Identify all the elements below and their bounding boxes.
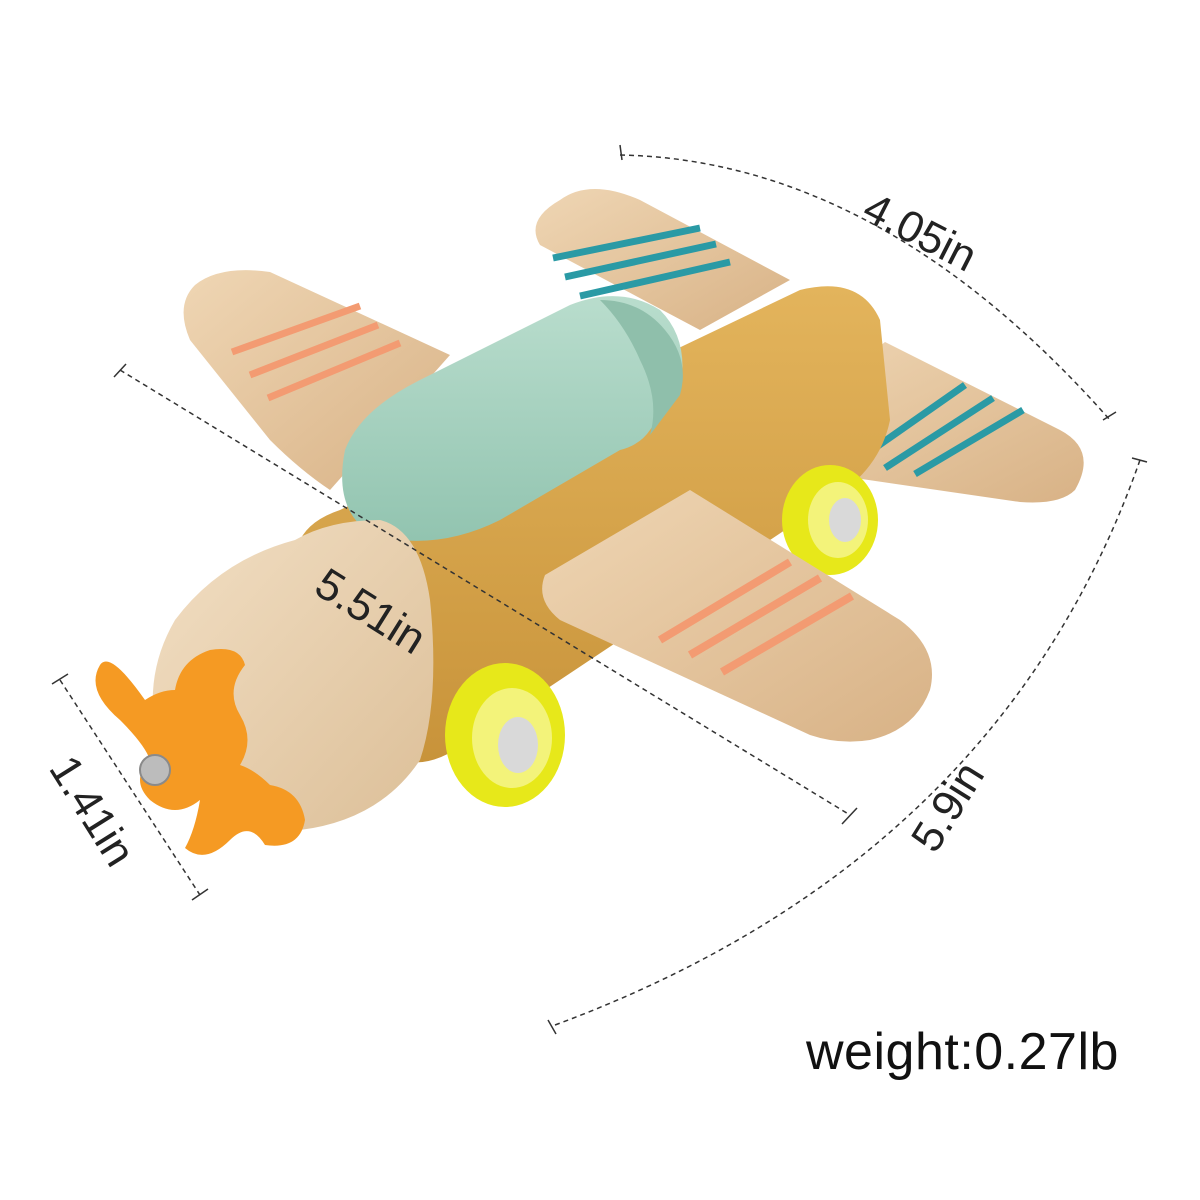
height-label: 1.41in bbox=[40, 747, 145, 875]
right-wing bbox=[542, 490, 932, 742]
rear-wheel bbox=[782, 465, 878, 575]
fuselage bbox=[300, 286, 890, 763]
overall-length-label: 5.9in bbox=[902, 753, 994, 860]
weight-label: weight:0.27lb bbox=[806, 1023, 1119, 1081]
left-wing bbox=[183, 270, 451, 490]
rear-wing bbox=[535, 189, 790, 330]
wingspan-label: 4.05in bbox=[855, 183, 984, 281]
front-wheel bbox=[445, 663, 565, 807]
dimension-lines bbox=[51, 144, 1148, 1035]
cockpit bbox=[342, 296, 683, 541]
propeller bbox=[95, 649, 305, 855]
